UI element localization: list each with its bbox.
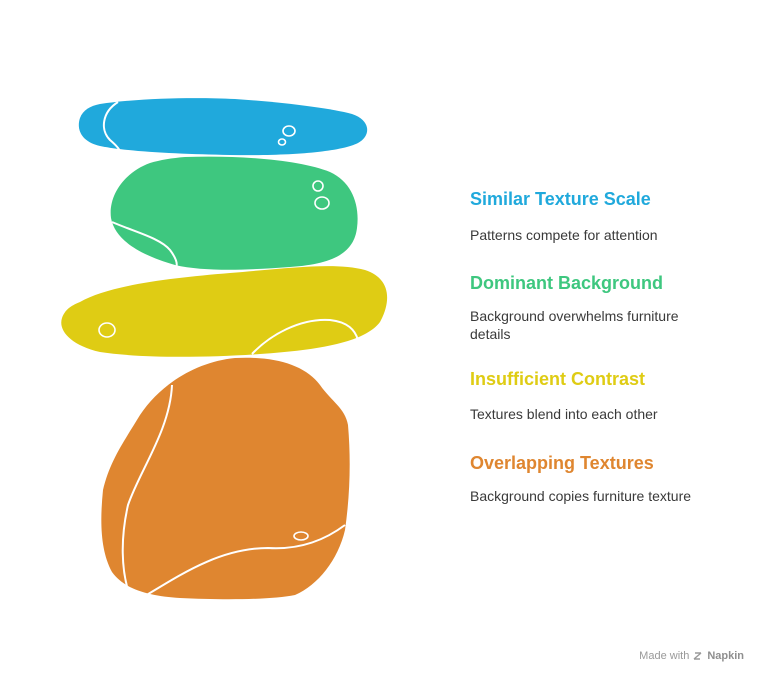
item-similar-texture-scale: Similar Texture Scale Patterns compete f… xyxy=(470,188,730,243)
item-title: Dominant Background xyxy=(470,273,664,293)
item-desc: Background overwhelms furniture details xyxy=(470,308,679,342)
stone-dominant-background xyxy=(110,156,358,270)
stone-insufficient-contrast xyxy=(61,266,388,357)
stone-similar-texture-scale xyxy=(78,98,368,156)
item-insufficient-contrast: Insufficient Contrast Textures blend int… xyxy=(470,368,730,422)
napkin-logo-icon xyxy=(693,652,702,660)
item-dominant-background: Dominant Background Background overwhelm… xyxy=(470,272,730,342)
item-title: Insufficient Contrast xyxy=(470,369,646,389)
item-desc: Patterns compete for attention xyxy=(470,227,658,243)
item-desc: Textures blend into each other xyxy=(470,406,658,422)
item-overlapping-textures: Overlapping Textures Background copies f… xyxy=(470,452,730,504)
credit-brand: Napkin xyxy=(707,650,744,662)
item-title: Similar Texture Scale xyxy=(470,189,651,209)
made-with-napkin-credit: Made with Napkin xyxy=(639,650,744,662)
credit-label: Made with xyxy=(639,650,690,662)
item-desc: Background copies furniture texture xyxy=(470,488,692,504)
stone-overlapping-textures xyxy=(101,357,350,600)
item-title: Overlapping Textures xyxy=(470,453,654,473)
